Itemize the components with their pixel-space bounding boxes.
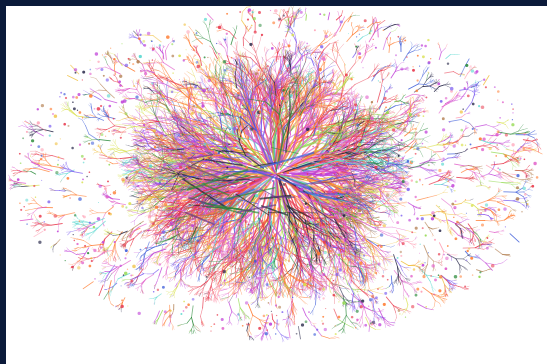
network-edges <box>8 6 543 343</box>
network-nodes <box>16 8 539 338</box>
network-graph <box>8 6 543 343</box>
network-core <box>182 147 366 227</box>
network-image <box>6 6 547 364</box>
